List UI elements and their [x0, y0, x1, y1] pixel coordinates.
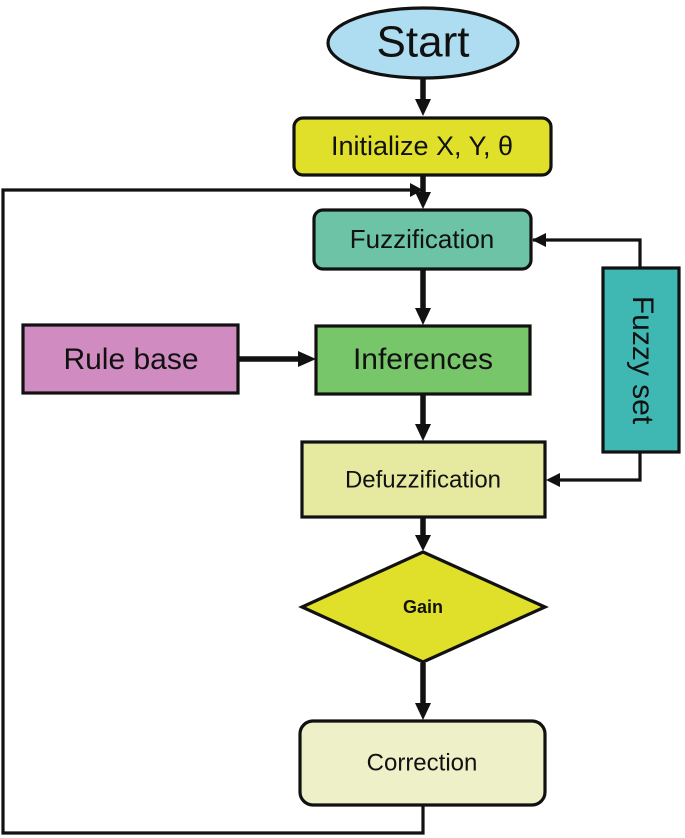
- fuzzification-label: Fuzzification: [350, 224, 495, 254]
- defuzzification-label: Defuzzification: [345, 466, 501, 493]
- inferences-shape: [314, 324, 532, 396]
- edge-correction-loop-back: [1, 188, 425, 835]
- start-shape: [326, 6, 520, 80]
- rule-base-label: Rule base: [63, 343, 198, 376]
- fuzzy-set-shape: [601, 266, 681, 454]
- node-defuzzification: Defuzzification: [300, 440, 547, 519]
- node-initialize: Initialize X, Y, θ: [292, 116, 553, 177]
- rule-base-shape: [21, 323, 240, 395]
- arrowhead-fuzzyset-to-fuzzification: [532, 233, 546, 247]
- gain-shape: [298, 550, 549, 664]
- node-correction: Correction: [298, 719, 547, 807]
- arrowhead-initialize-to-fuzzification: [415, 192, 431, 209]
- gain-label: Gain: [403, 597, 443, 617]
- correction-label: Correction: [367, 749, 478, 776]
- edge-fuzzyset-to-fuzzification: [533, 238, 642, 268]
- arrowhead-start-to-initialize: [415, 99, 431, 116]
- start-label: Start: [377, 18, 470, 67]
- arrowhead-rulebase-to-inferences: [298, 351, 316, 367]
- arrowhead-inferences-to-defuzzification: [415, 424, 431, 441]
- arrowhead-defuzzification-to-gain: [415, 535, 431, 551]
- arrowhead-fuzzyset-to-defuzzification: [546, 473, 560, 487]
- inferences-label: Inferences: [353, 343, 493, 376]
- initialize-shape: [292, 116, 553, 177]
- arrowhead-correction-loop-back: [410, 183, 423, 197]
- correction-shape: [298, 719, 547, 807]
- node-rule-base: Rule base: [21, 323, 240, 395]
- node-start: Start: [326, 6, 520, 80]
- arrowhead-gain-to-correction: [415, 703, 431, 720]
- arrowhead-fuzzification-to-inferences: [415, 308, 431, 325]
- node-gain: Gain: [298, 550, 549, 664]
- edge-fuzzyset-to-defuzzification: [550, 452, 642, 482]
- node-fuzzy-set: Fuzzy set: [601, 266, 681, 454]
- initialize-label: Initialize X, Y, θ: [331, 131, 513, 161]
- defuzzification-shape: [300, 440, 547, 519]
- node-fuzzification: Fuzzification: [312, 208, 533, 271]
- fuzzy-set-label: Fuzzy set: [626, 296, 659, 425]
- fuzzification-shape: [312, 208, 533, 271]
- node-inferences: Inferences: [314, 324, 532, 396]
